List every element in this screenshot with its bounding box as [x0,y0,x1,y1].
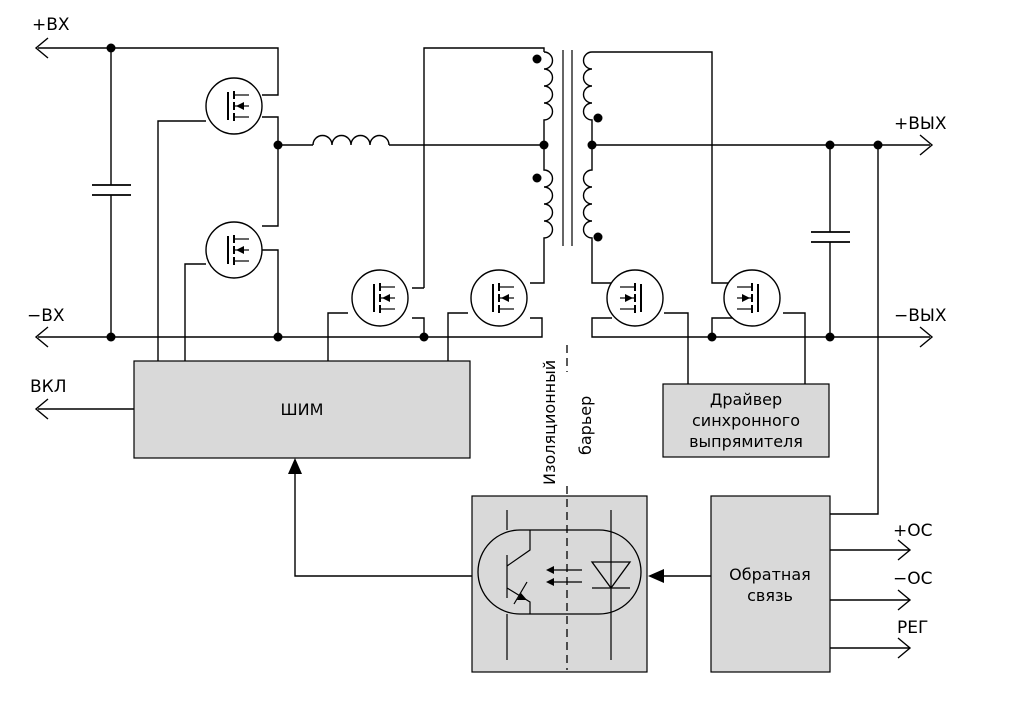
driver-block [662,383,830,458]
driver-label-line3: выпрямителя [689,432,803,451]
minus-out-label: −ВЫХ [894,306,947,326]
gate-low [184,263,206,361]
polarity-dot [593,232,603,242]
optocoupler [477,510,642,660]
polarity-dot [532,173,542,183]
feedback-outputs [830,549,910,649]
reg-label: РЕГ [897,618,928,638]
secondary-top-wire [592,51,737,284]
gate-primary-1 [327,312,348,361]
gate-primary-2 [447,312,468,361]
feedback-sense-wire [830,145,879,515]
opto-input-arrow [648,569,664,583]
primary-winding [530,51,554,284]
gate-high [157,120,206,361]
driver-label-line1: Драйвер [710,390,782,409]
mosfet-sync-2 [723,269,781,327]
pwm-block [133,360,471,459]
optocoupler-block [471,495,648,673]
bridge-column [262,116,279,337]
primary-top-wire [423,47,545,288]
output-capacitor [811,231,850,243]
barrier-label-line1: Изоляционный [540,360,559,485]
mosfet-high-side [205,77,263,135]
feedback-label-line2: связь [747,586,793,605]
plus-in-rail [38,47,279,96]
plus-in-label: +ВХ [32,15,70,35]
barrier-label-line2: барьер [576,396,595,455]
mosfet-sync-1 [606,269,664,327]
plus-os-label: +ОС [893,521,933,541]
input-choke [312,134,390,146]
feedback-label-line1: Обратная [729,565,811,584]
transformer-core [562,50,573,246]
mosfet-primary-2 [470,269,528,327]
primary-fet-1-wiring [412,287,425,337]
minus-in-rail [38,317,543,338]
gate-sync-1 [664,312,689,384]
minus-os-label: −ОС [893,569,933,589]
junction-dots [106,43,883,342]
opto-to-pwm-wire [294,472,472,577]
polarity-dot [532,54,542,64]
plus-out-label: +ВЫХ [894,114,947,134]
polarity-dot [593,113,603,123]
enable-label: ВКЛ [30,377,67,397]
secondary-winding [582,51,612,284]
feedback-block [710,495,831,673]
driver-label-line2: синхронного [692,411,800,430]
mosfet-low-side [205,221,263,279]
pwm-feedback-arrow [288,458,302,474]
minus-in-label: −ВХ [27,306,65,326]
mosfet-primary-1 [351,269,409,327]
input-capacitor [92,184,131,196]
minus-out-rail [591,317,930,338]
gate-sync-2 [783,312,806,384]
pwm-label: ШИМ [281,400,324,419]
